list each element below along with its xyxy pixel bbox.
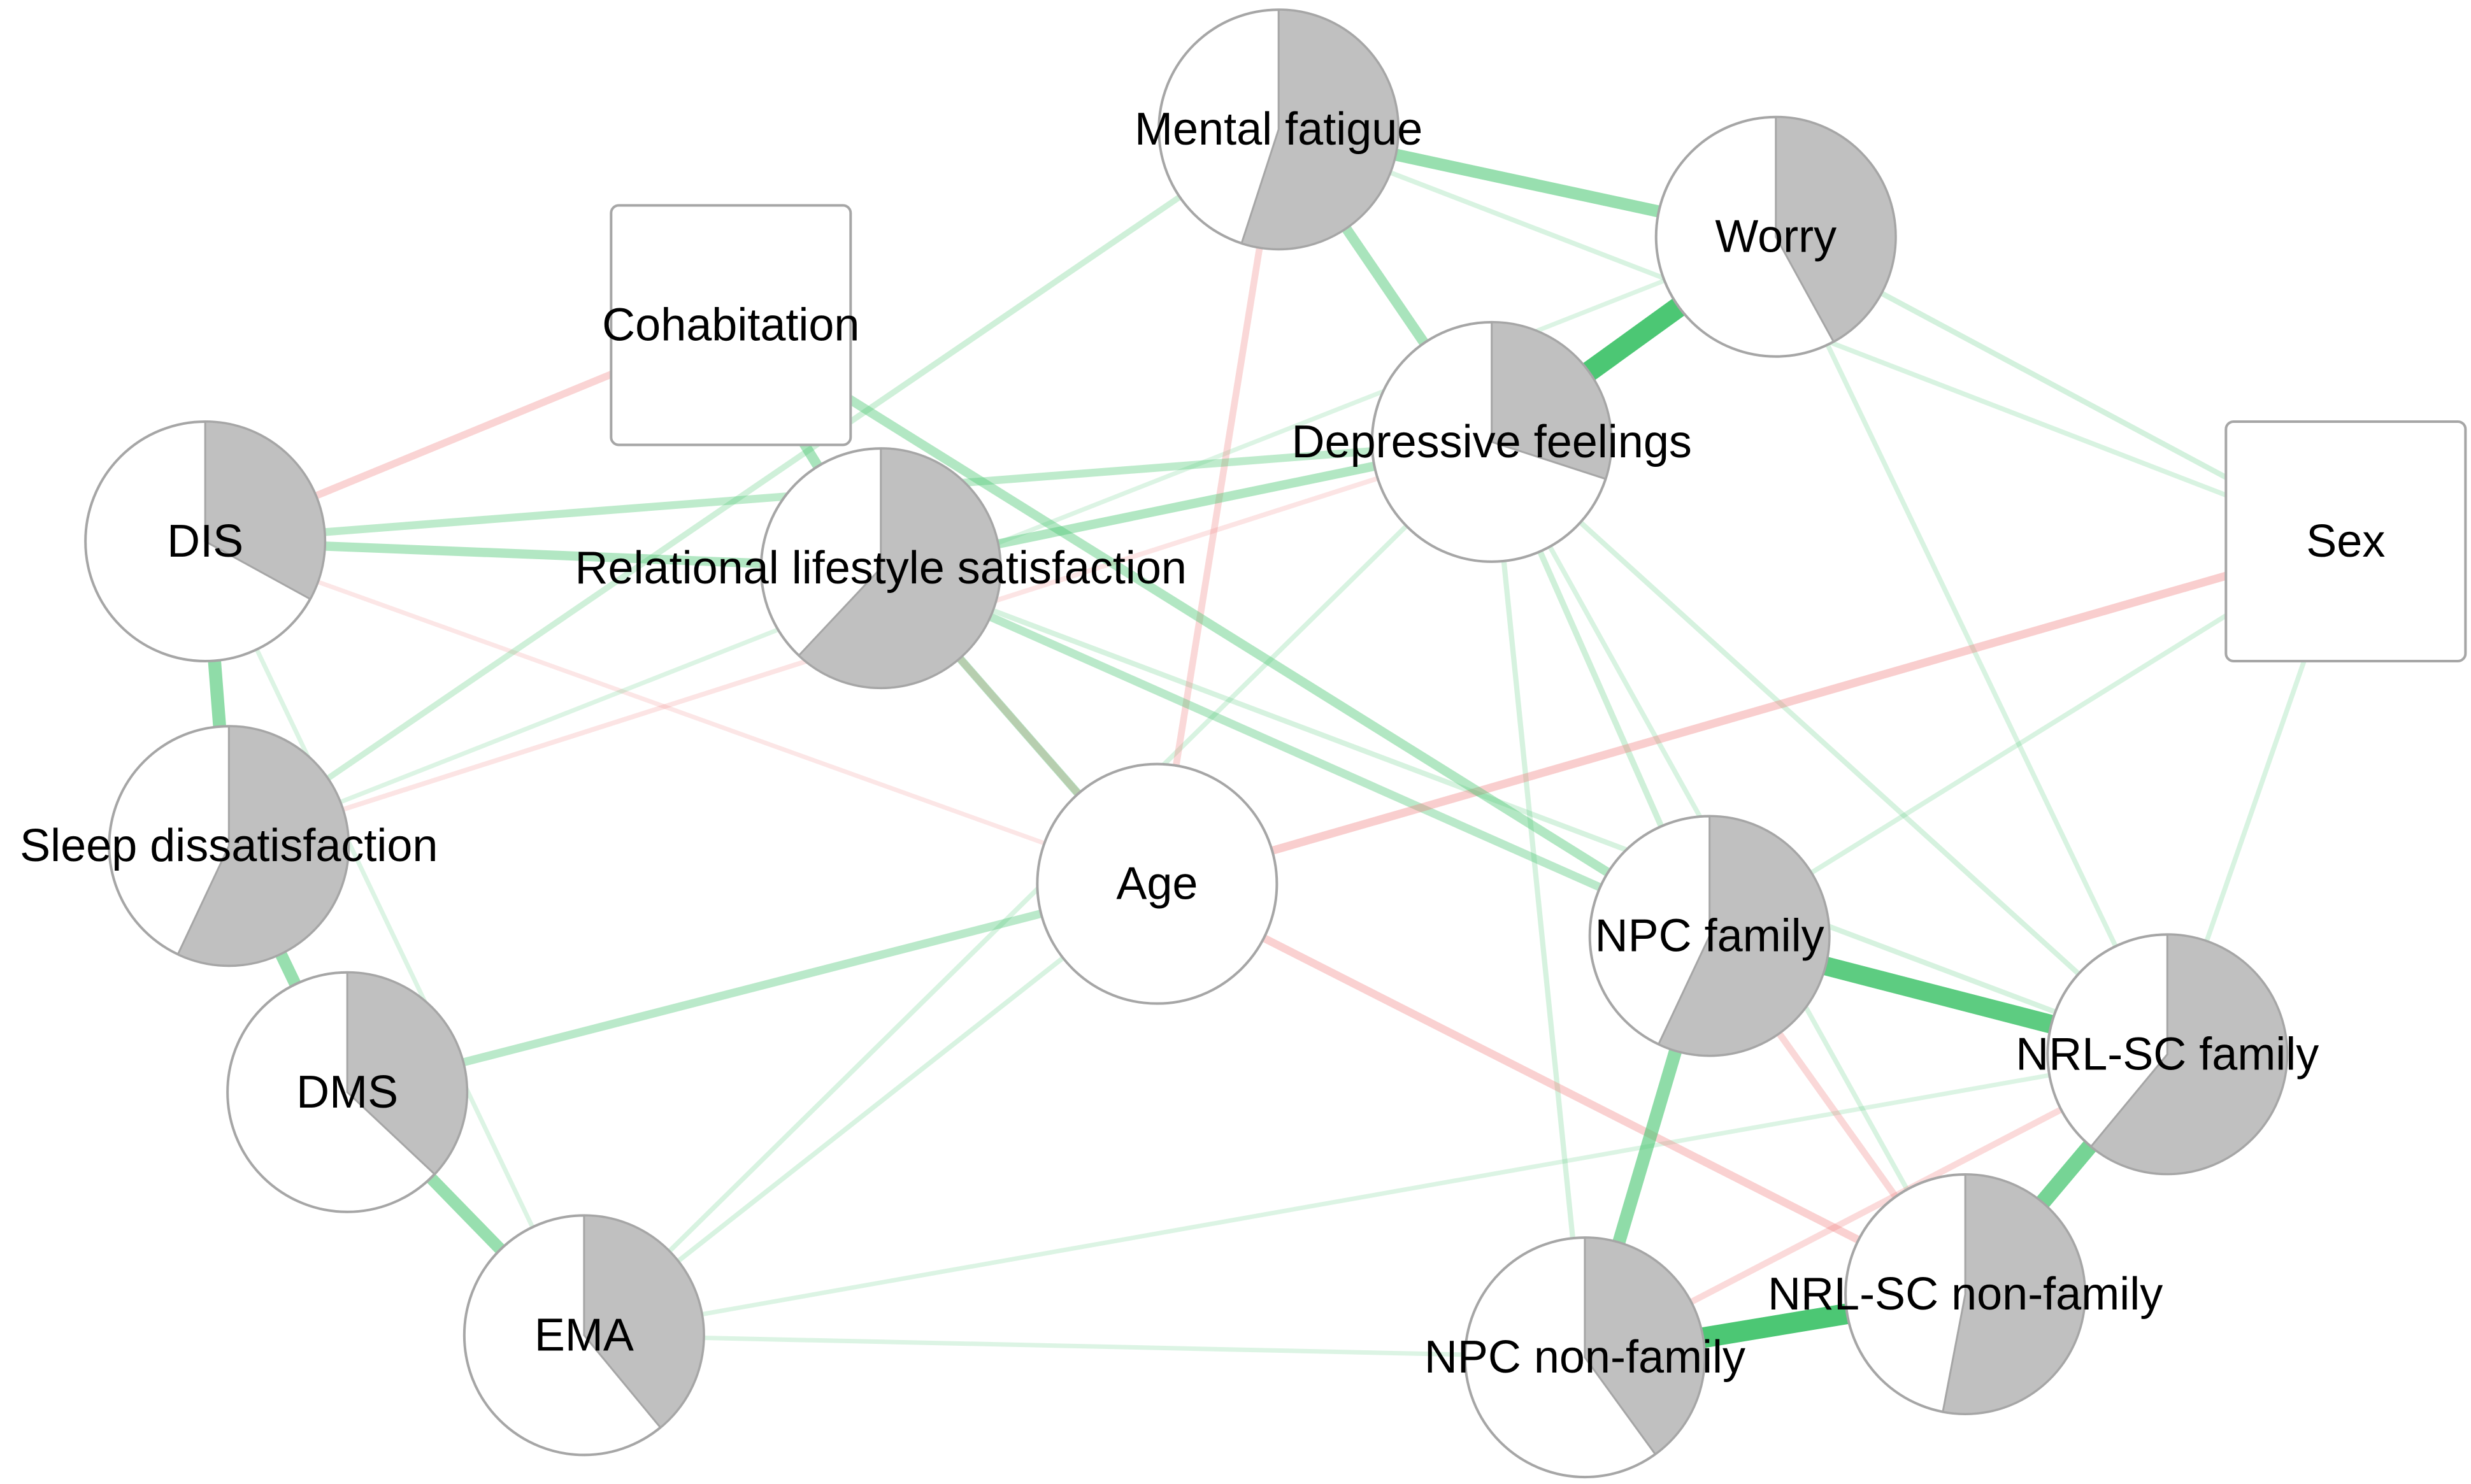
node-label: Sex [2306,516,2385,567]
node-dis: DIS [84,420,327,662]
node-label: Cohabitation [602,299,859,350]
pie-wedge [1240,8,1400,250]
pie-wedge [204,420,326,601]
pie-wedge [583,1214,705,1429]
edge-dis-ema [203,540,587,1336]
node-box [2224,420,2467,662]
edge-ema-npc_non_family [584,1332,1585,1360]
node-label: NRL-SC family [2016,1029,2319,1080]
pie-wedge [2089,933,2288,1175]
edge-relational_lifestyle_satisfaction-nrl_sc_family [880,566,2168,1057]
edge-depressive_feelings-nrl_sc_family [1489,439,2170,1057]
node-nrl-sc-non-family: NRL-SC non-family [1768,1173,2163,1415]
node-label: Age [1116,859,1198,910]
node-label: Mental fatigue [1135,104,1422,155]
edge-cohabitation-npc_family [728,321,1712,940]
node-box [610,204,852,446]
edge-age-nrl_sc_non_family [1155,880,1967,1298]
pie-wedge [1775,116,1897,343]
pie-wedge [1657,815,1831,1057]
node-label: Sleep dissatisfaction [20,820,438,871]
node-npc-non-family: NPC non-family [1424,1236,1745,1479]
node-label: NRL-SC non-family [1768,1269,2163,1320]
edge-sleep_dissatisfaction-mental_fatigue [227,127,1280,849]
pie-wedge [797,447,1002,689]
node-relational-lifestyle-satisfaction: Relational lifestyle satisfaction [575,447,1187,690]
node-label: Relational lifestyle satisfaction [575,543,1186,594]
node-mental-fatigue: Mental fatigue [1135,8,1422,251]
pie-wedge [176,725,350,967]
node-label: NPC non-family [1424,1332,1745,1383]
node-label: Depressive feelings [1292,417,1692,467]
node-label: DMS [296,1067,398,1118]
edge-relational_lifestyle_satisfaction-npc_family [879,564,1712,940]
pie-wedge [1584,1236,1706,1456]
node-dms: DMS [226,971,469,1213]
node-nrl-sc-family: NRL-SC family [2016,933,2319,1176]
edge-ema-nrl_sc_family [584,1052,2168,1338]
node-ema: EMA [462,1214,705,1457]
node-worry: Worry [1654,115,1897,358]
edge-dms-age [346,880,1158,1097]
node-sleep-dissatisfaction: Sleep dissatisfaction [20,725,438,967]
node-label: EMA [534,1309,634,1360]
pie-wedge [346,971,468,1176]
edge-worry-nrl_sc_family [1773,236,2170,1055]
edge-age-ema [582,881,1159,1338]
node-circle [1036,762,1278,1005]
pie-wedge [1491,321,1613,480]
edge-sex-age [1156,537,2347,888]
node-label: Worry [1715,211,1837,262]
edges-layer [198,123,2348,1368]
node-sex: Sex [2224,420,2467,662]
edge-depressive_feelings-npc_non_family [1489,441,1587,1358]
edge-dis-age [204,539,1158,886]
edge-mental_fatigue-age [1154,129,1282,885]
node-label: DIS [167,516,243,567]
node-cohabitation: Cohabitation [602,204,859,446]
node-age: Age [1036,762,1278,1005]
node-label: NPC family [1595,910,1824,961]
node-depressive-feelings: Depressive feelings [1292,320,1692,563]
pie-wedge [1942,1173,2086,1415]
node-npc-family: NPC family [1588,815,1831,1057]
